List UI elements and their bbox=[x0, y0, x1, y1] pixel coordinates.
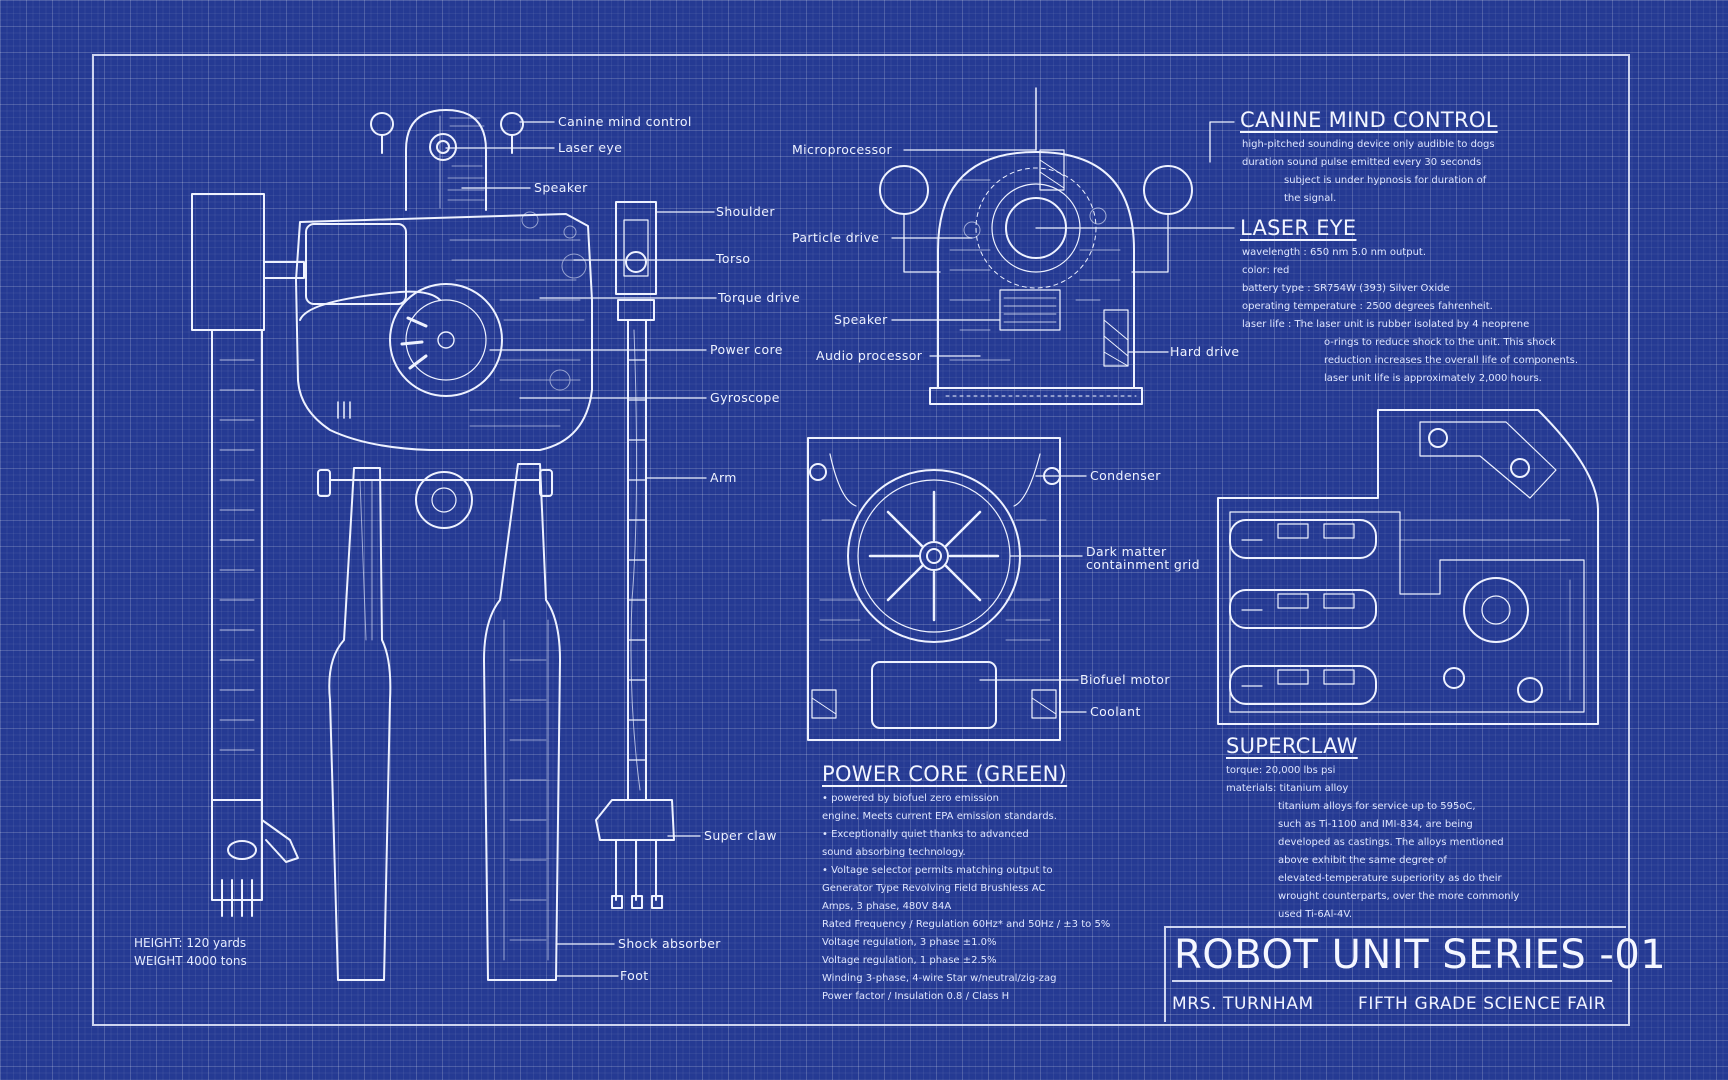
label-shoulder: Shoulder bbox=[716, 204, 775, 219]
label-shock-absorber: Shock absorber bbox=[618, 936, 721, 951]
superclaw-notes: torque: 20,000 lbs psi materials: titani… bbox=[1226, 765, 1520, 920]
height-stat: HEIGHT: 120 yards bbox=[134, 936, 247, 950]
label-speaker: Speaker bbox=[534, 180, 588, 195]
label-torque-drive: Torque drive bbox=[718, 290, 801, 305]
title-block bbox=[1164, 926, 1626, 1022]
label-head-speaker: Speaker bbox=[834, 312, 888, 327]
canine-mind-control-notes: high-pitched sounding device only audibl… bbox=[1242, 139, 1495, 204]
label-hard-drive: Hard drive bbox=[1170, 344, 1240, 359]
canine-mind-control-heading: CANINE MIND CONTROL bbox=[1240, 108, 1498, 132]
weight-stat: WEIGHT 4000 tons bbox=[134, 954, 247, 968]
label-coolant: Coolant bbox=[1090, 704, 1141, 719]
label-condenser: Condenser bbox=[1090, 468, 1161, 483]
drawing-title: ROBOT UNIT SERIES -01 bbox=[1174, 932, 1667, 978]
power-core-drawing bbox=[807, 437, 1061, 741]
label-arm: Arm bbox=[710, 470, 737, 485]
label-dark-matter-2: containment grid bbox=[1086, 557, 1200, 572]
label-particle-drive: Particle drive bbox=[792, 230, 880, 245]
label-audio-processor: Audio processor bbox=[816, 348, 923, 363]
label-laser-eye: Laser eye bbox=[558, 140, 623, 155]
head-cross-section bbox=[879, 87, 1193, 405]
superclaw-drawing bbox=[1217, 409, 1599, 725]
power-core-heading: POWER CORE (GREEN) bbox=[822, 762, 1068, 786]
label-microprocessor: Microprocessor bbox=[792, 142, 893, 157]
label-power-core: Power core bbox=[710, 342, 783, 357]
label-torso: Torso bbox=[716, 251, 751, 266]
label-foot: Foot bbox=[620, 968, 649, 983]
event-name: FIFTH GRADE SCIENCE FAIR bbox=[1358, 994, 1607, 1014]
laser-eye-heading: LASER EYE bbox=[1240, 216, 1357, 240]
laser-eye-notes: wavelength : 650 nm 5.0 nm output. color… bbox=[1242, 247, 1579, 384]
superclaw-heading: SUPERCLAW bbox=[1226, 734, 1358, 758]
label-super-claw: Super claw bbox=[704, 828, 777, 843]
drawing-border bbox=[92, 54, 1630, 1026]
label-dark-matter-1: Dark matter bbox=[1086, 544, 1167, 559]
title-divider bbox=[1172, 980, 1612, 982]
robot-side-view bbox=[191, 109, 675, 981]
power-core-notes: • powered by biofuel zero emission engin… bbox=[822, 793, 1111, 1002]
teacher-name: MRS. TURNHAM bbox=[1172, 994, 1314, 1014]
label-gyroscope: Gyroscope bbox=[710, 390, 780, 405]
label-canine-mind-control: Canine mind control bbox=[558, 114, 692, 129]
label-biofuel-motor: Biofuel motor bbox=[1080, 672, 1170, 687]
